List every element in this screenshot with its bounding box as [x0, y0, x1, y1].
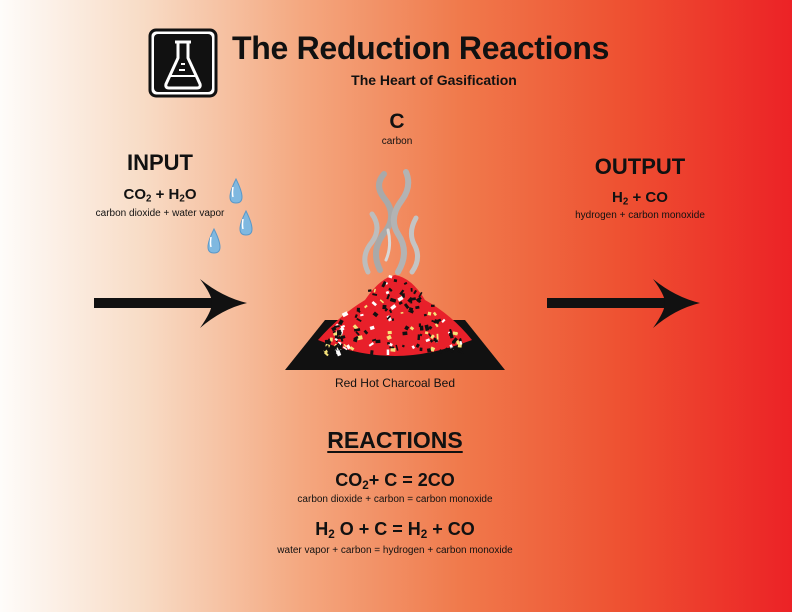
- page-title: The Reduction Reactions: [232, 30, 610, 66]
- input-description: carbon dioxide + water vapor: [95, 208, 225, 219]
- charcoal-bed-illustration: [280, 160, 510, 375]
- reaction-1-equation: CO2+ C = 2CO: [335, 470, 455, 492]
- input-arrow-icon: [92, 275, 252, 335]
- output-formula: H2 + CO: [612, 189, 668, 208]
- reaction-1-description: carbon dioxide + carbon = carbon monoxid…: [297, 494, 493, 505]
- carbon-symbol: C: [389, 110, 405, 133]
- reaction-2-description: water vapor + carbon = hydrogen + carbon…: [277, 545, 513, 556]
- water-drops-icon: [200, 175, 265, 265]
- reactions-heading: REACTIONS: [327, 427, 463, 453]
- charcoal-speckles: [322, 274, 464, 357]
- carbon-name: carbon: [381, 136, 413, 147]
- smoke-icon: [362, 169, 420, 275]
- page-subtitle: The Heart of Gasification: [351, 72, 517, 88]
- output-description: hydrogen + carbon monoxide: [575, 210, 705, 221]
- reaction-2-equation: H2 O + C = H2 + CO: [315, 519, 475, 541]
- output-arrow-icon: [545, 275, 705, 335]
- input-heading: INPUT: [127, 150, 193, 175]
- input-formula: CO2 + H2O: [123, 186, 197, 205]
- flask-icon: [148, 28, 218, 98]
- output-heading: OUTPUT: [594, 154, 686, 179]
- charcoal-bed-label: Red Hot Charcoal Bed: [334, 376, 456, 390]
